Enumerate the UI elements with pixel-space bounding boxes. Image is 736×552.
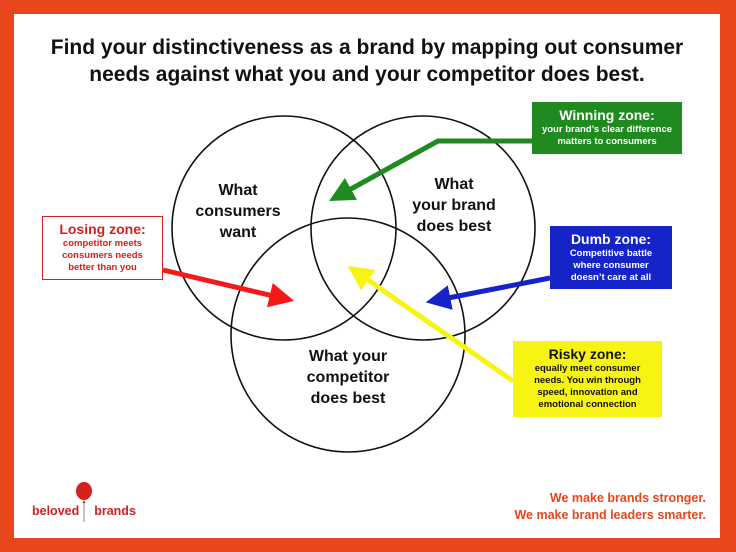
label-competitor: What your competitor does best (306, 348, 390, 407)
risky-zone-title: Risky zone: (548, 346, 627, 362)
venn-diagram (162, 115, 551, 453)
title-line-2: needs against what you and your competit… (89, 63, 645, 86)
balloon-icon (76, 482, 92, 522)
dumb-zone-title: Dumb zone: (570, 231, 652, 247)
winning-arrow (329, 138, 532, 202)
circle-brand (310, 115, 536, 341)
winning-zone-title: Winning zone: (559, 107, 655, 123)
losing-zone-title: Losing zone: (59, 221, 146, 237)
risky-arrow (347, 265, 515, 384)
dumb-zone-box: Dumb zone: Competitive battle where cons… (550, 226, 672, 289)
circle-competitor (230, 217, 466, 453)
winning-zone-box: Winning zone: your brand’s clear differe… (532, 102, 682, 154)
beloved-brands-logo: beloved brands (32, 482, 136, 524)
label-brand: What your brand does best (412, 176, 496, 235)
slide: Find your distinctiveness as a brand by … (14, 14, 720, 538)
losing-zone-box: Losing zone: competitor meets consumers … (42, 216, 163, 280)
page-title: Find your distinctiveness as a brand by … (14, 34, 720, 88)
risky-zone-box: Risky zone: equally meet consumer needs.… (513, 341, 662, 417)
dumb-arrow (425, 275, 551, 310)
logo-text: beloved brands (32, 504, 136, 518)
title-line-1: Find your distinctiveness as a brand by … (50, 36, 684, 59)
losing-arrow (162, 267, 295, 308)
tagline: We make brands stronger. We make brand l… (514, 491, 706, 522)
label-consumers: What consumers want (195, 182, 281, 241)
